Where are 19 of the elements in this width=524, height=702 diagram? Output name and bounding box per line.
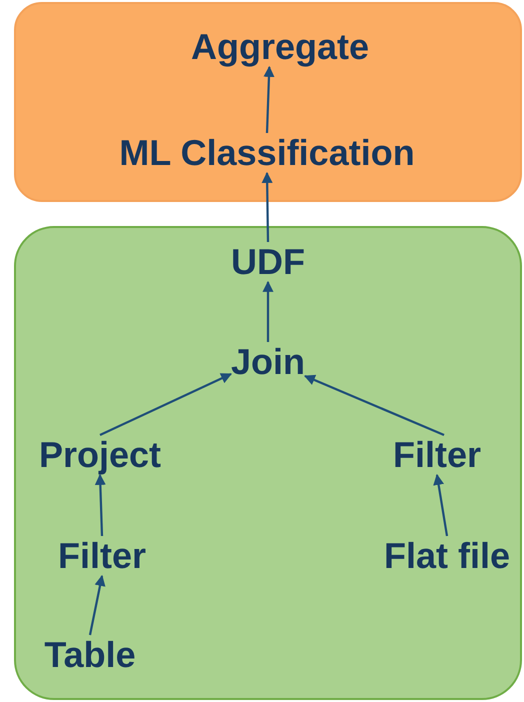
operator-label: ML Classification bbox=[119, 133, 415, 173]
operator-label: Filter bbox=[58, 536, 146, 576]
operator-label: Join bbox=[231, 342, 305, 382]
operator-label: Flat file bbox=[384, 536, 510, 576]
arrow bbox=[263, 66, 274, 134]
arrow bbox=[100, 373, 232, 436]
stage-panel bbox=[14, 226, 522, 700]
arrow bbox=[262, 280, 274, 342]
arrow bbox=[304, 374, 444, 436]
stage-panel bbox=[14, 2, 522, 202]
operator-label: Project bbox=[38, 435, 162, 475]
arrow bbox=[94, 474, 106, 536]
arrow bbox=[88, 574, 106, 636]
operator-label: UDF bbox=[231, 242, 305, 282]
arrow bbox=[262, 172, 273, 242]
operator-label: Aggregate bbox=[190, 27, 370, 67]
operator-label: Filter bbox=[393, 435, 481, 475]
operator-label: Table bbox=[44, 635, 136, 675]
arrow bbox=[433, 474, 448, 536]
